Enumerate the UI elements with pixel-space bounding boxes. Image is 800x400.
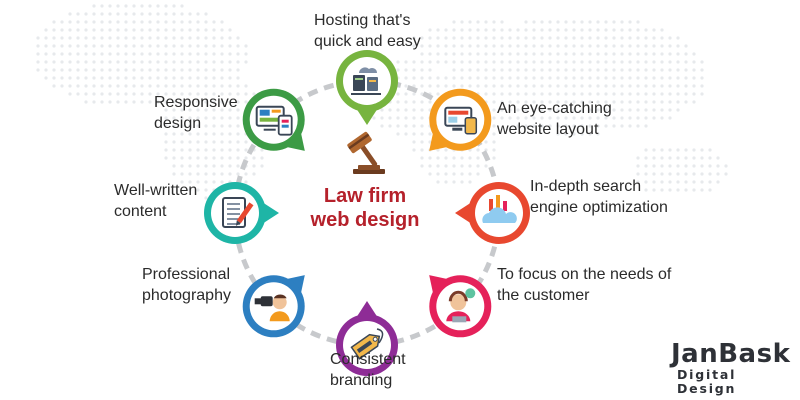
- support-agent-icon: [446, 288, 476, 323]
- devices-icon: [444, 106, 478, 135]
- label-layout: An eye-catching website layout: [497, 100, 612, 138]
- logo-tagline: Digital Design: [677, 367, 737, 396]
- node-content: [204, 182, 279, 244]
- label-hosting: Hosting that's quick and easy: [314, 12, 421, 50]
- photographer-icon: [254, 294, 290, 322]
- label-photography: Professional photography: [142, 266, 231, 304]
- janbask-logo: JanBask Digital Design: [671, 340, 791, 396]
- responsive-screens-icon: [255, 105, 293, 136]
- label-seo: In-depth search engine optimization: [530, 178, 668, 216]
- node-pointer: [356, 108, 378, 125]
- gavel-icon: [347, 131, 385, 174]
- center-title-line2: web design: [310, 209, 420, 231]
- node-disk: [249, 282, 298, 331]
- node-seo: [455, 182, 530, 244]
- node-pointer: [262, 202, 279, 224]
- node-responsive: [242, 88, 305, 151]
- label-content: Well-written content: [114, 182, 198, 220]
- brand-tag-icon: [350, 328, 384, 360]
- node-photography: [242, 275, 305, 338]
- label-responsive: Responsive design: [154, 94, 238, 132]
- server-cloud-icon: [351, 67, 381, 95]
- node-pointer: [455, 202, 472, 224]
- center-title: Law firm web design: [295, 184, 435, 232]
- seo-cloud-icon: [482, 195, 517, 223]
- label-branding: Consistent branding: [330, 351, 406, 389]
- node-layout: [429, 88, 492, 151]
- node-pointer: [356, 301, 378, 318]
- node-branding: [336, 301, 398, 376]
- center-title-line1: Law firm: [323, 185, 407, 207]
- node-customer: [429, 275, 492, 338]
- document-pen-icon: [222, 197, 254, 228]
- label-customer: To focus on the needs of the customer: [497, 266, 672, 304]
- logo-wordmark: JanBask: [671, 339, 791, 369]
- node-hosting: [336, 50, 398, 125]
